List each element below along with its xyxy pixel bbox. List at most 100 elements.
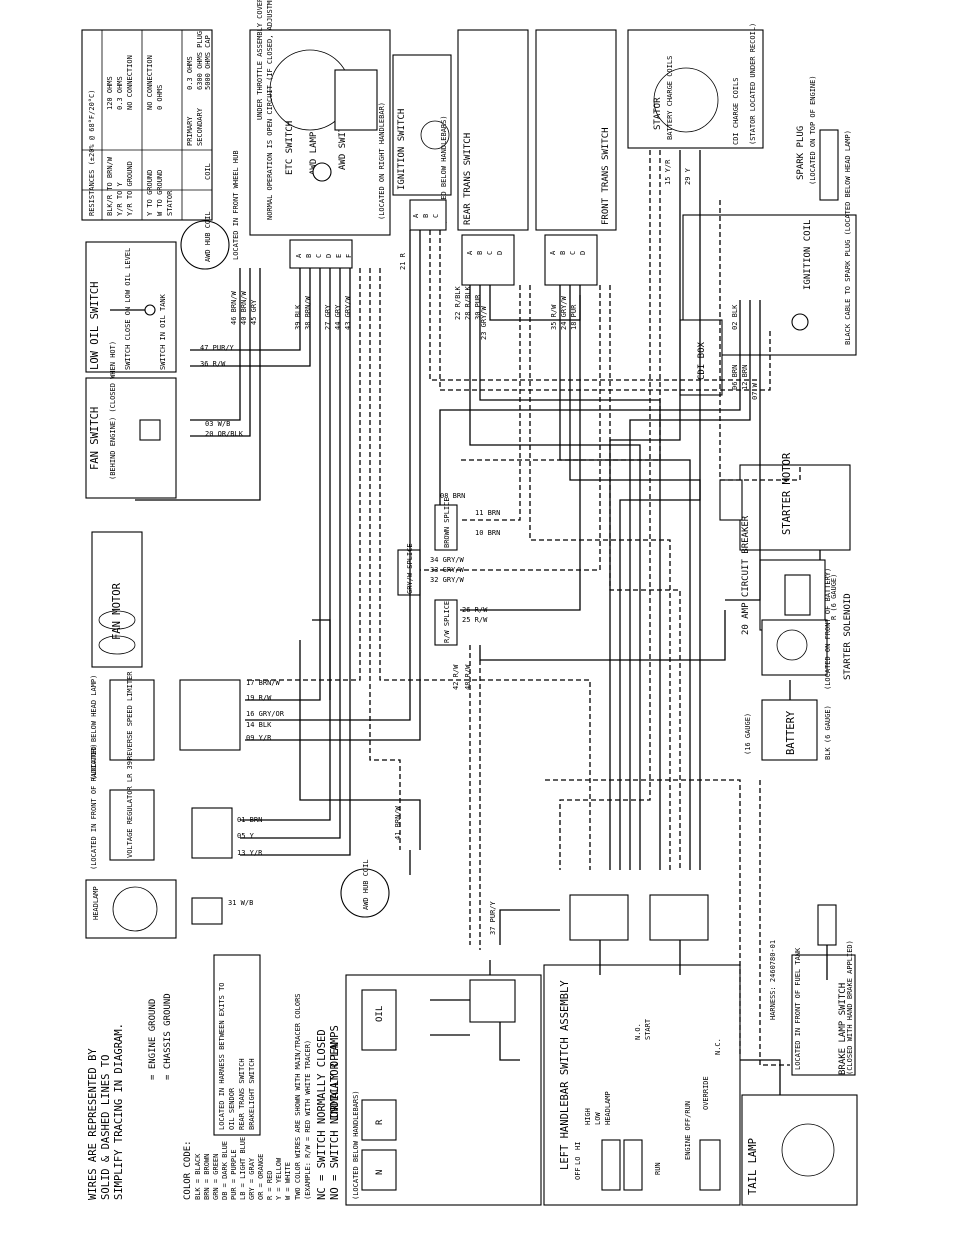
color-code-item: Y = YELLOW — [275, 1157, 283, 1200]
resistance-row-1-val: 120 OHMS — [106, 76, 114, 110]
resistance-row-7: SECONDARY — [196, 107, 204, 146]
switch-lo: LOW — [594, 1112, 602, 1125]
ignition-switch: IGNITION SWITCH (LOCATED BELOW HANDLEBAR… — [392, 54, 452, 231]
gryw-splice: GRY/W SPLICE — [397, 543, 421, 596]
brake-connector — [817, 904, 837, 946]
wire-45: 45 GRY — [250, 299, 258, 325]
resistance-row-2-val: 0.3 OHMS — [116, 76, 124, 110]
front-trans-label: FRONT TRANS SWITCH — [601, 127, 611, 225]
legend-tracer-2: (EXAMPLE: R/W = RED WITH WHITE TRACER) — [304, 1040, 312, 1200]
wire-15: 15 Y/R — [664, 159, 672, 185]
color-code-item: BRN = BROWN — [203, 1154, 211, 1200]
etc-pin-e: E — [335, 254, 343, 258]
headlamp: HEADLAMP — [85, 879, 223, 939]
splice-table-gryw: REAR TRANS SWITCH — [238, 1058, 246, 1130]
color-code-item: GRN = GREEN — [212, 1154, 220, 1200]
battery-gauge: BLK (6 GAUGE) — [824, 705, 832, 760]
resistance-coil: COIL — [204, 163, 212, 180]
awd-hub-coil-top-label: AWD HUB COIL — [204, 211, 212, 262]
fan-switch-note: (BEHIND ENGINE) (CLOSED WHEN HOT) — [109, 341, 117, 480]
wire-24: 24 GRY/W — [560, 295, 568, 330]
wire-47: 47 PUR/Y — [200, 344, 235, 352]
indicator-lamps: INDICATOR LAMPS (LOCATED BELOW HANDLEBAR… — [329, 974, 542, 1206]
left-handlebar-label: LEFT HANDLEBAR SWITCH ASSEMBLY — [559, 980, 571, 1170]
brake-lamp-switch: BRAKE LAMP SWITCH (CLOSED WITH HAND BRAK… — [769, 940, 856, 1076]
wire-03: 03 W/B — [205, 420, 230, 428]
resistance-stator: STATOR — [166, 190, 174, 216]
wire-32: 32 GRY/W — [430, 576, 465, 584]
front-pin-c: C — [569, 251, 577, 255]
legend-nc: NC = SWITCH NORMALLY CLOSED — [316, 1029, 328, 1200]
switch-nc: N.C. — [714, 1038, 722, 1055]
legend-tracer: TWO COLOR WIRES ARE SHOWN WITH MAIN/TRAC… — [294, 993, 302, 1200]
battery-label: BATTERY — [785, 710, 797, 755]
reverse-limiter-label: REVERSE SPEED LIMITER — [126, 671, 134, 760]
wire-05: 05 Y — [237, 832, 255, 840]
etc-switch-label: ETC SWITCH — [285, 121, 295, 175]
resistance-row-6: PRIMARY — [186, 116, 194, 146]
switch-lo-2: LO — [574, 1157, 582, 1165]
starter-motor: STARTER MOTOR — [719, 452, 851, 551]
indicator-lamps-label: INDICATOR LAMPS — [329, 1025, 341, 1120]
resistance-row-2: Y/R TO Y — [116, 181, 124, 216]
resistance-row-7-val: 6300 OHMS PLUG — [196, 31, 204, 90]
legend-no: NO = SWITCH NORMALLY OPEN — [329, 1042, 341, 1200]
etc-pin-d: D — [325, 254, 333, 258]
wire-13: 13 Y/R — [237, 849, 263, 857]
rear-pin-b: B — [476, 251, 484, 255]
front-pin-b: B — [559, 251, 567, 255]
wire-37: 37 PUR/Y — [489, 900, 497, 935]
switch-engine: ENGINE OFF/RUN — [684, 1101, 692, 1160]
color-code-item: R = RED — [266, 1170, 274, 1200]
wire-22: 22 R/BLK — [454, 285, 462, 320]
lamp-r-label: R — [375, 1119, 385, 1125]
wires-dashed — [245, 150, 801, 1066]
legend-chassis-ground: = CHASSIS GROUND — [163, 993, 173, 1080]
color-code-item: DB = DARK BLUE — [221, 1141, 229, 1200]
wire-40: 40 BRN/W — [240, 290, 248, 325]
cdi-charge-coil: CDI CHARGE COILS — [732, 78, 740, 145]
wire-42: 42 R/W — [452, 664, 460, 690]
starter-solenoid: STARTER SOLENOID (LOCATED ON FRONT OF BA… — [761, 568, 853, 690]
connector-pins: A B C D E F A B C D A B C D A B C — [295, 213, 587, 258]
wire-18: 18 PUR — [570, 304, 578, 330]
solenoid-gauge: R (6 GAUGE) — [830, 574, 838, 620]
legend-color-code: COLOR CODE: — [183, 1140, 193, 1200]
wire-11: 11 BRN — [475, 509, 500, 517]
wire-41: 41 BRN/W — [394, 805, 402, 840]
wire-28: 28 R/BLK — [464, 285, 472, 320]
fan-switch-label: FAN SWITCH — [89, 407, 101, 470]
wire-46: 46 BRN/W — [230, 290, 238, 325]
legend-engine-ground: = ENGINE GROUND — [148, 999, 158, 1080]
ign-pin-a: A — [412, 213, 420, 218]
circuit-breaker-label: 20 AMP CIRCUIT BREAKER — [741, 515, 751, 635]
wire-12: 12 BRN — [741, 365, 749, 390]
legend-line-2: SOLID & DASHED LINES TO — [100, 1055, 112, 1200]
resistance-row-1: BLK/R TO BRN/W — [106, 156, 114, 216]
wire-09: 09 Y/R — [246, 734, 272, 742]
spark-plug: SPARK PLUG (LOCATED ON TOP OF ENGINE) — [796, 75, 839, 201]
wire-16: 16 GRY/OR — [246, 710, 285, 718]
wire-38: 38 BRN/W — [304, 295, 312, 330]
reverse-speed-limiter: REVERSE SPEED LIMITER (LOCATED BELOW HEA… — [90, 671, 241, 780]
wire-27: 27 GRY — [324, 304, 332, 330]
throttle-note: UNDER THROTTLE ASSEMBLY COVER — [256, 0, 264, 120]
color-code-item: LB = LIGHT BLUE — [239, 1137, 247, 1200]
color-code-item: W = WHITE — [284, 1162, 292, 1200]
ignition-coil-note: BLACK CABLE TO SPARK PLUG (LOCATED BELOW… — [844, 130, 852, 345]
spark-plug-label: SPARK PLUG — [796, 126, 806, 180]
wire-23: 23 GRY/W — [480, 305, 488, 340]
wire-48: 48 R/W — [464, 664, 472, 690]
wire-07: 07 W — [751, 382, 759, 400]
circuit-breaker: 20 AMP CIRCUIT BREAKER — [741, 515, 826, 635]
etc-pin-f: F — [345, 254, 353, 258]
stator-note: (STATOR LOCATED UNDER RECOIL) — [749, 23, 757, 145]
rear-pin-a: A — [466, 250, 474, 255]
wire-06: 06 BRN — [731, 365, 739, 390]
low-oil-switch-label: LOW OIL SWITCH — [89, 281, 101, 370]
resistance-row-3: Y/R TO GROUND — [126, 161, 134, 216]
wire-34: 34 GRY/W — [430, 556, 465, 564]
etc-pin-a: A — [295, 253, 303, 258]
